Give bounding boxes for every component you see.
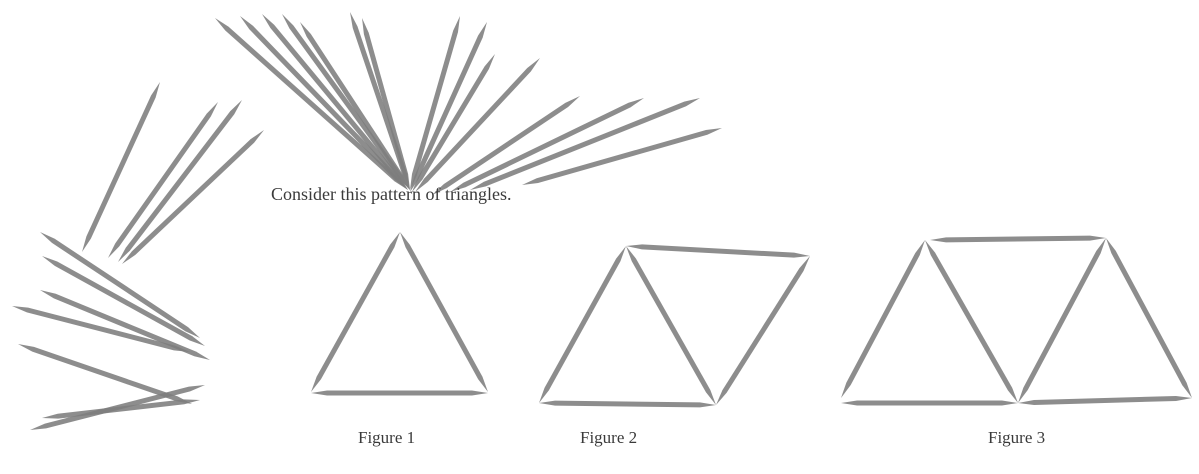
loose-toothpick bbox=[240, 16, 408, 190]
loose-toothpick bbox=[410, 22, 487, 192]
instruction-text: Consider this pattern of triangles. bbox=[271, 184, 512, 204]
loose-toothpicks bbox=[12, 12, 722, 430]
figure-2-toothpick bbox=[539, 400, 716, 408]
loose-toothpick bbox=[108, 102, 218, 258]
loose-toothpick bbox=[42, 256, 205, 346]
loose-toothpick bbox=[42, 399, 200, 419]
figure-1-caption: Figure 1 bbox=[358, 428, 416, 447]
loose-toothpick bbox=[412, 54, 495, 192]
loose-toothpick bbox=[432, 96, 580, 195]
loose-toothpick bbox=[522, 128, 722, 185]
loose-toothpick bbox=[282, 14, 410, 190]
loose-toothpick bbox=[300, 22, 410, 190]
figure-3-toothpick bbox=[1106, 238, 1192, 398]
figure-3-toothpick bbox=[841, 240, 925, 398]
loose-toothpick bbox=[12, 306, 190, 352]
figure-3-toothpick bbox=[1018, 238, 1106, 403]
loose-toothpick bbox=[40, 290, 210, 360]
loose-toothpick bbox=[450, 98, 644, 192]
loose-toothpick bbox=[262, 14, 408, 190]
figure-1-toothpick bbox=[311, 232, 400, 392]
loose-toothpick bbox=[40, 232, 200, 338]
loose-toothpick bbox=[82, 82, 160, 252]
figure-3-toothpick bbox=[930, 235, 1106, 243]
figure-1-toothpick bbox=[311, 390, 488, 396]
figure-3-toothpick bbox=[841, 400, 1018, 406]
loose-toothpick bbox=[410, 16, 460, 190]
figure-3-triangles bbox=[841, 235, 1192, 406]
figure-3-toothpick bbox=[1018, 395, 1192, 406]
loose-toothpick bbox=[470, 98, 700, 190]
figure-2-triangles bbox=[539, 244, 810, 408]
figure-1-triangles bbox=[311, 232, 488, 396]
figure-3-toothpick bbox=[925, 240, 1018, 403]
loose-toothpick bbox=[215, 18, 408, 190]
figure-1-toothpick bbox=[400, 232, 488, 392]
loose-toothpick bbox=[18, 344, 192, 404]
loose-toothpick bbox=[362, 18, 410, 190]
figure-3-caption: Figure 3 bbox=[988, 428, 1046, 447]
loose-toothpick bbox=[122, 130, 264, 264]
figure-2-toothpick bbox=[626, 246, 716, 405]
figure-2-toothpick bbox=[539, 246, 626, 403]
loose-toothpick bbox=[118, 100, 242, 262]
figure-2-caption: Figure 2 bbox=[580, 428, 638, 447]
figure-2-toothpick bbox=[626, 244, 810, 258]
loose-toothpick bbox=[415, 58, 540, 192]
figure-2-toothpick bbox=[716, 256, 810, 405]
